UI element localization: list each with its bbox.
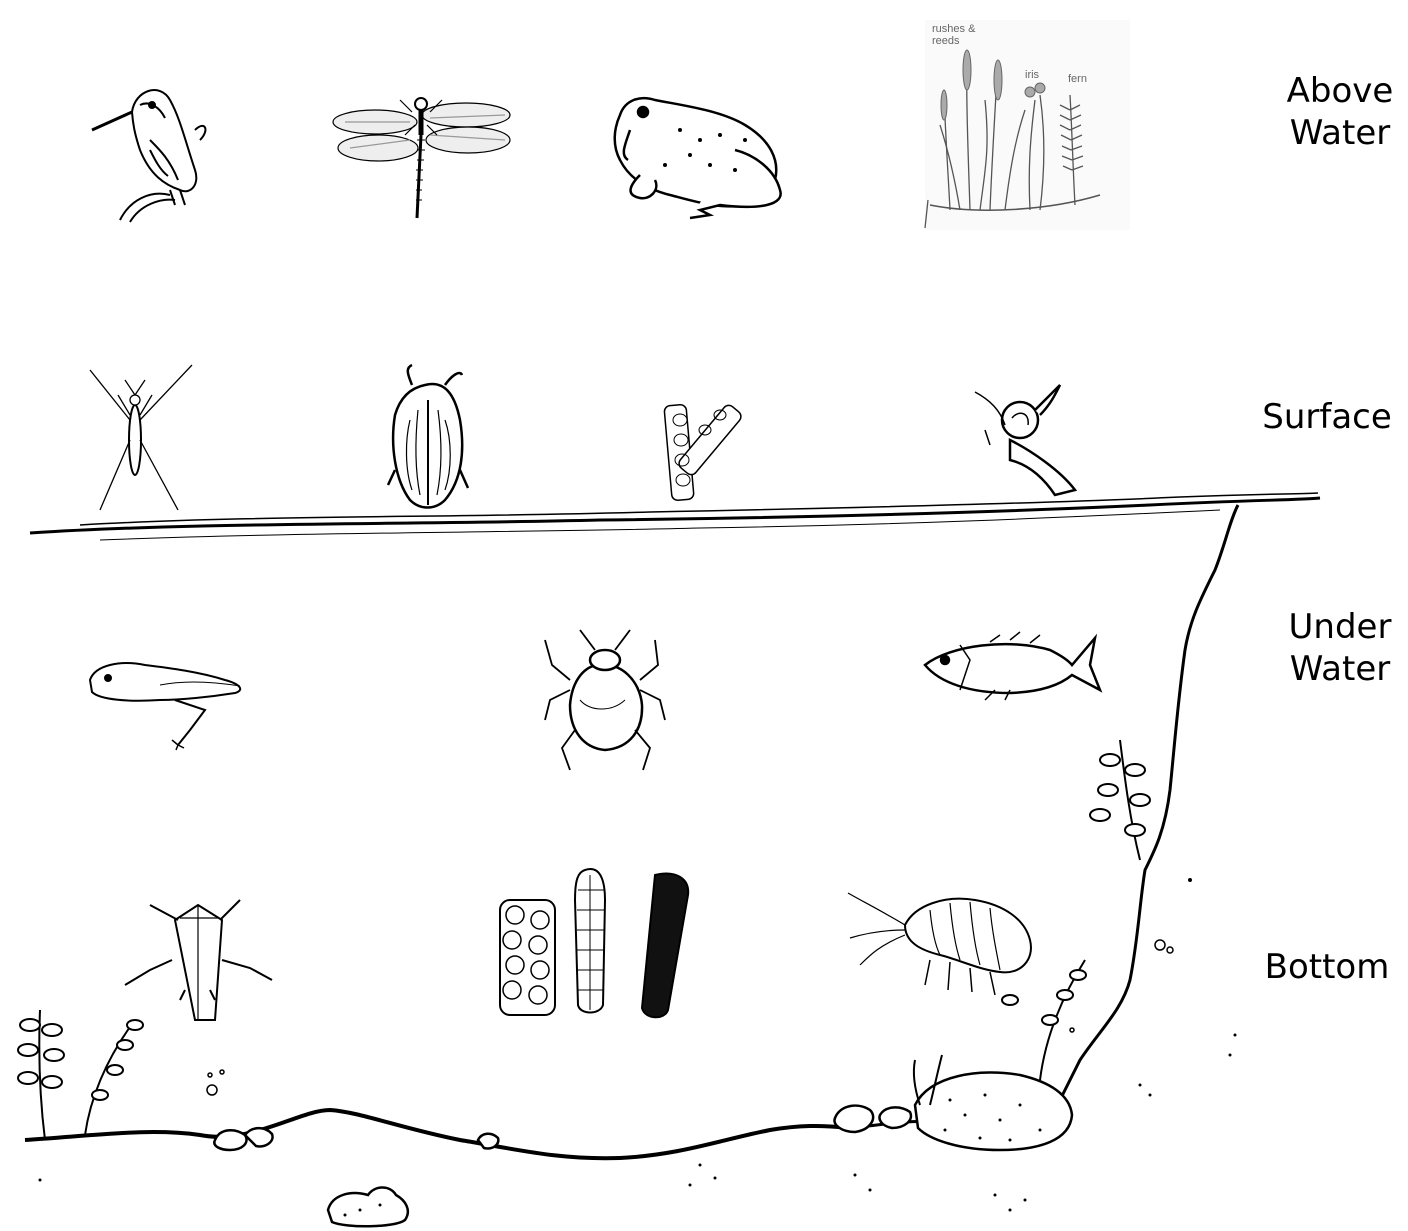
caddis-case-icon — [664, 403, 743, 501]
surface-label: Surface — [1262, 396, 1392, 438]
stickleback-fish-icon — [925, 632, 1100, 700]
under-water-label-line2: Water — [1285, 648, 1395, 690]
under-water-label-line1: Under — [1285, 606, 1395, 648]
above-water-label: Above Water — [1285, 70, 1395, 154]
reeds-label: reeds — [932, 35, 960, 47]
tadpole-icon — [90, 663, 240, 750]
water-boatman-icon — [125, 900, 272, 1020]
kingfisher-icon — [92, 90, 205, 222]
pond-snail-icon — [975, 385, 1075, 495]
frog-icon — [615, 98, 781, 218]
pond-skater-icon — [90, 365, 192, 510]
bottom-label: Bottom — [1262, 946, 1392, 988]
bubbles — [207, 940, 1173, 1095]
rushes-label: rushes & — [932, 23, 976, 35]
rushes-reeds-icon: rushes & reeds iris fern — [925, 20, 1130, 230]
iris-label: iris — [1025, 69, 1040, 81]
fern-label: fern — [1068, 73, 1087, 85]
whirligig-beetle-icon — [388, 365, 468, 508]
caddis-larva-cases-icon — [500, 869, 688, 1017]
diving-beetle-icon — [545, 630, 665, 770]
pond-rocks — [214, 1073, 1072, 1227]
under-water-label: Under Water — [1285, 606, 1395, 690]
dragonfly-icon — [333, 98, 510, 218]
above-water-label-line2: Water — [1285, 112, 1395, 154]
left-water-plants — [18, 1010, 143, 1140]
freshwater-shrimp-icon — [848, 893, 1031, 995]
above-water-label-line1: Above — [1285, 70, 1395, 112]
pond-bed — [25, 505, 1238, 1158]
